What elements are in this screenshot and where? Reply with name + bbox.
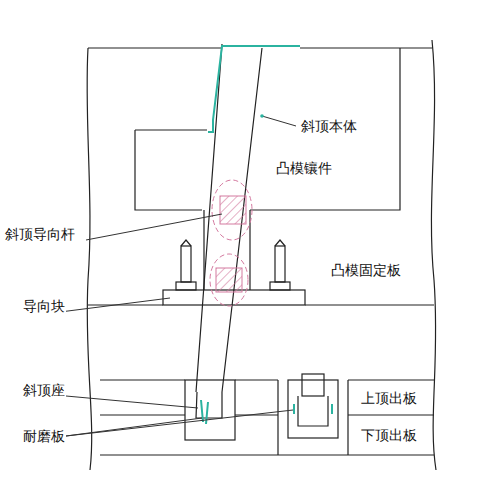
lifter-body [196, 44, 262, 392]
plate-line [100, 414, 434, 415]
parting-line [88, 47, 432, 48]
plate-line [100, 379, 434, 380]
part-label: 斜顶座 [22, 382, 66, 398]
lifter-seat [302, 374, 324, 396]
lifter-seat [196, 392, 222, 418]
lifter-seat [288, 380, 338, 438]
part-label: 凸模固定板 [330, 262, 402, 278]
leader-line [66, 396, 198, 408]
part-label: 凸模镶件 [275, 160, 333, 176]
wear-plate [294, 404, 332, 414]
plate-line [278, 380, 348, 455]
break-line [431, 40, 436, 470]
leader-line [262, 116, 296, 126]
bolt [181, 240, 191, 246]
lifter-seat [185, 380, 235, 440]
leader-line [86, 214, 222, 240]
leader-dot [260, 114, 264, 118]
part-label: 导向块 [22, 298, 66, 314]
core-insert [135, 48, 400, 210]
part-label: 斜顶导向杆 [4, 226, 76, 242]
leader-line [60, 298, 170, 312]
plate-line [88, 304, 434, 305]
bolt [275, 240, 285, 246]
lifter-seat [298, 396, 328, 426]
lifter-head-outline [208, 46, 300, 132]
part-label: 上顶出板 [360, 390, 418, 406]
part-label: 斜顶本体 [300, 118, 358, 134]
leader-line [66, 410, 293, 436]
guide-zone [210, 180, 252, 306]
break-line [87, 48, 92, 470]
bolt [176, 282, 196, 290]
plate-line [100, 454, 434, 455]
part-label: 耐磨板 [22, 428, 66, 444]
bolt [275, 246, 285, 282]
bolt [181, 246, 191, 282]
part-label: 下顶出板 [360, 427, 418, 443]
bolt [270, 282, 290, 290]
